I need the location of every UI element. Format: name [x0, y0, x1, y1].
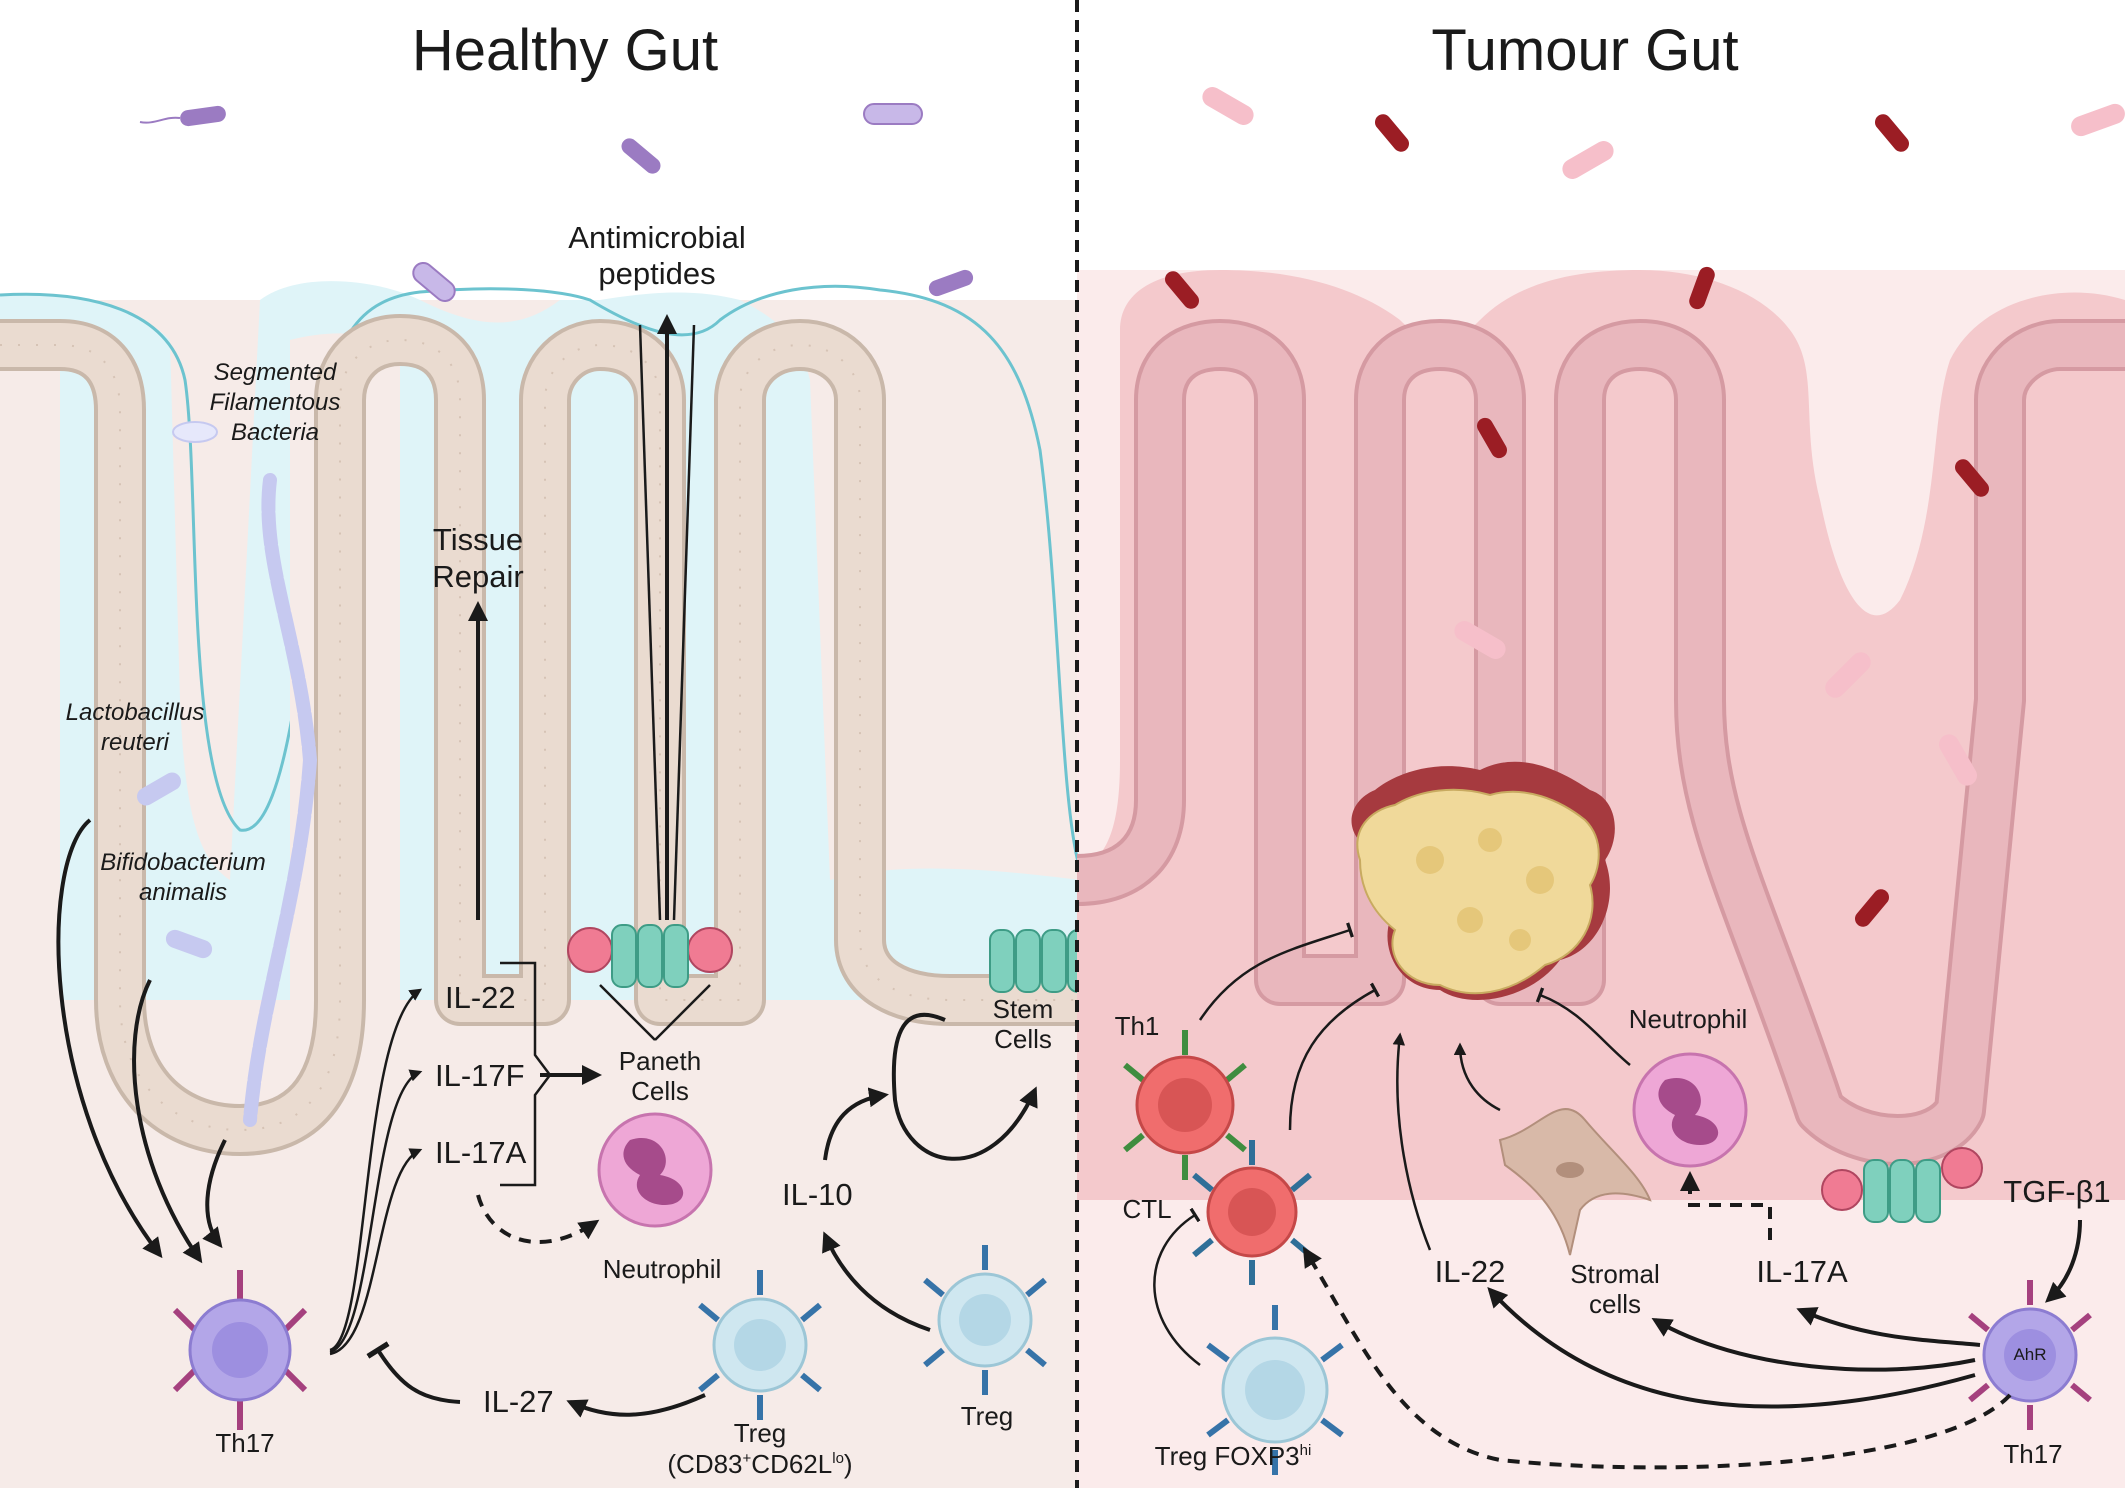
il27-label: IL-27 [483, 1384, 554, 1419]
neutrophil-healthy [597, 1112, 713, 1228]
treg-foxp3-cell [1206, 1305, 1344, 1475]
tumour-title: Tumour Gut [1431, 18, 1738, 83]
th17-label-healthy: Th17 [215, 1428, 274, 1458]
tissue-repair-line1: Tissue [433, 522, 523, 557]
healthy-title: Healthy Gut [412, 18, 718, 83]
treg-cell-cd83 [698, 1270, 822, 1420]
paneth-label-line1: Paneth [619, 1046, 701, 1076]
tumour-villi [1075, 319, 2125, 1166]
paneth-label-line2: Cells [631, 1076, 689, 1106]
ahr-label: AhR [2013, 1345, 2046, 1364]
neutrophil-label-healthy: Neutrophil [603, 1254, 722, 1284]
tumour-lumen [1077, 0, 2125, 270]
lactobacillus-label-line2: reuteri [101, 729, 170, 756]
commensal-bacteria [137, 103, 974, 959]
stromal-label-line2: cells [1589, 1289, 1641, 1319]
tissue-repair-line2: Repair [432, 559, 523, 594]
segmented-filamentous-bacteria-chain [172, 421, 318, 1127]
ctl-label: CTL [1122, 1194, 1171, 1224]
healthy-villi [0, 314, 1077, 1200]
treg-cd83-sublabel: (CD83+CD62Llo) [667, 1449, 852, 1479]
tumour-mass [1351, 761, 1615, 1000]
stromal-label-line1: Stromal [1570, 1259, 1660, 1289]
sfb-label-line2: Filamentous [210, 389, 341, 416]
treg-foxp3-label: Treg FOXP3hi [1155, 1441, 1312, 1471]
th17-cell-healthy [172, 1270, 308, 1430]
healthy-lumen [0, 0, 1077, 300]
th17-cell-tumour [1968, 1280, 2092, 1430]
sfb-label-line3: Bacteria [231, 419, 319, 446]
treg-label: Treg [961, 1401, 1014, 1431]
tumour-crypt-base [1821, 1147, 1983, 1223]
neutrophil-tumour [1632, 1052, 1748, 1168]
antimicrobial-label-line2: peptides [598, 256, 715, 291]
tumour-arrows [1153, 922, 2082, 1470]
tgfb-label: TGF-β1 [2003, 1174, 2110, 1209]
bifidobacterium-label-line2: animalis [139, 879, 227, 906]
il17f-label: IL-17F [435, 1058, 525, 1093]
neutrophil-label-tumour: Neutrophil [1629, 1004, 1748, 1034]
th1-label: Th1 [1115, 1011, 1160, 1041]
stromal-cell [1498, 1108, 1652, 1256]
th17-label-tumour: Th17 [2003, 1439, 2062, 1469]
th1-cell [1123, 1030, 1247, 1180]
pathogenic-bacteria [1165, 87, 2125, 927]
lactobacillus-label-line1: Lactobacillus [66, 699, 205, 726]
treg-cell [923, 1245, 1047, 1395]
il10-label: IL-10 [782, 1177, 853, 1212]
stem-label-line2: Cells [994, 1024, 1052, 1054]
healthy-arrows [56, 314, 1038, 1418]
sfb-label-line1: Segmented [214, 359, 337, 386]
treg-cd83-label: Treg [734, 1418, 787, 1448]
stem-label-line1: Stem [993, 994, 1054, 1024]
il22-label-tumour: IL-22 [1435, 1254, 1506, 1289]
healthy-crypt-base [567, 924, 733, 988]
il17a-label: IL-17A [435, 1135, 527, 1170]
antimicrobial-label-line1: Antimicrobial [568, 220, 745, 255]
il22-label: IL-22 [445, 980, 516, 1015]
il17a-label-tumour: IL-17A [1756, 1254, 1848, 1289]
bifidobacterium-label-line1: Bifidobacterium [100, 849, 265, 876]
